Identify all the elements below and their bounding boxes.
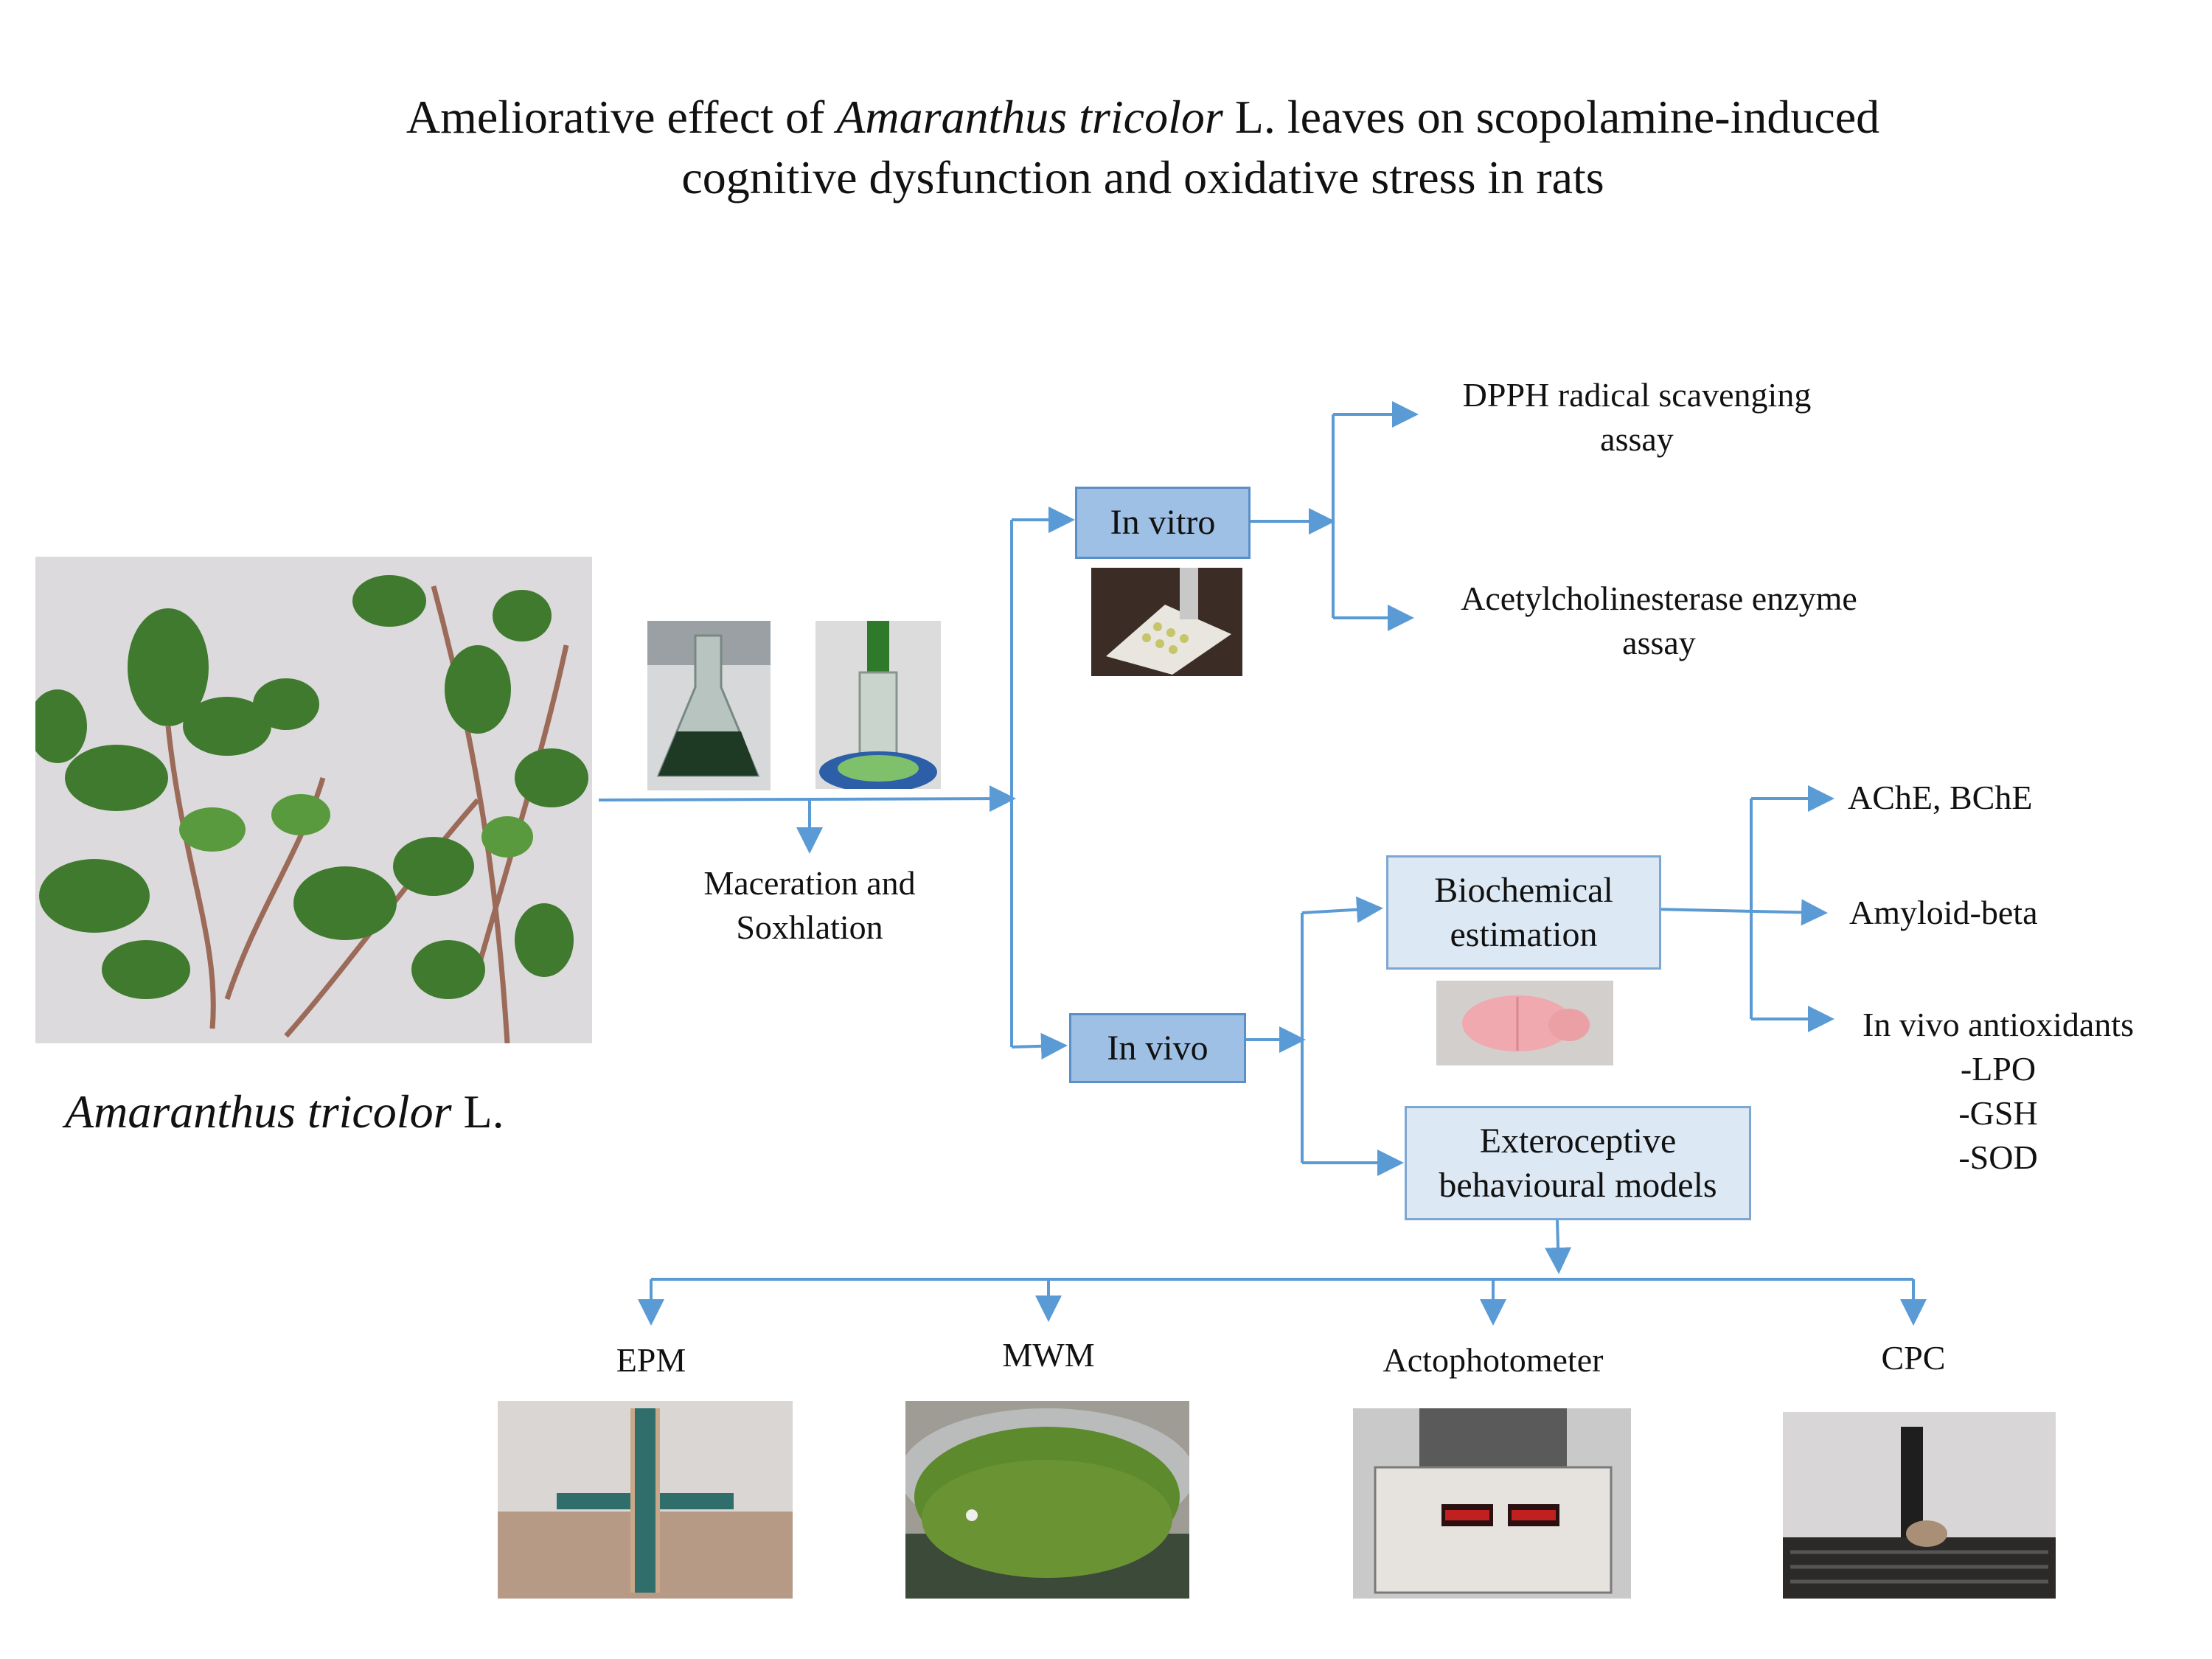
extraction-line-2: Soxhlation (736, 908, 883, 946)
soxhlet-illustration (815, 621, 941, 789)
antiox-gsh: -GSH (1958, 1094, 2038, 1132)
epm-label: EPM (616, 1341, 686, 1379)
diagram-title: Ameliorative effect of Amaranthus tricol… (0, 87, 2212, 208)
arrow-extero-down (1545, 1220, 1572, 1274)
antiox-sod: -SOD (1958, 1138, 2038, 1176)
microplate-photo (1091, 568, 1242, 676)
antiox-heading: In vivo antioxidants (1863, 1006, 2134, 1043)
dpph-line-1: DPPH radical scavenging (1462, 376, 1812, 414)
maceration-flask-photo (647, 621, 771, 790)
ache-bche-label: AChE, BChE (1848, 779, 2033, 816)
in-vitro-label: In vitro (1110, 503, 1216, 542)
actophotometer-illustration (1353, 1408, 1631, 1599)
biochemical-estimation-box: Biochemical estimation (1386, 855, 1661, 970)
in-vivo-antioxidants-label: In vivo antioxidants -LPO -GSH -SOD (1836, 1003, 2160, 1180)
extraction-label: Maceration and Soxhlation (662, 861, 957, 950)
in-vitro-box: In vitro (1075, 487, 1251, 559)
arrow-to-amyloid (1652, 899, 1828, 926)
epm-illustration (498, 1401, 793, 1599)
microplate-illustration (1091, 568, 1242, 676)
extraction-line-1: Maceration and (703, 864, 916, 902)
actophotometer-label: Actophotometer (1382, 1341, 1604, 1379)
biochem-line-1: Biochemical (1434, 870, 1613, 910)
cpc-illustration (1783, 1412, 2056, 1599)
extero-line-2: behavioural models (1439, 1165, 1717, 1205)
title-line-2: cognitive dysfunction and oxidative stre… (681, 151, 1604, 204)
arrow-to-in-vivo (1011, 1032, 1068, 1060)
cpc-photo (1783, 1412, 2056, 1599)
soxhlet-apparatus-photo (815, 621, 941, 789)
title-text-a: Ameliorative effect of (406, 91, 837, 143)
dpph-assay-label: DPPH radical scavenging assay (1416, 373, 1858, 462)
plant-photo (35, 557, 592, 1043)
cpc-label: CPC (1881, 1339, 1946, 1377)
leaf-illustration (35, 557, 592, 1043)
title-species-italic: Amaranthus tricolor (836, 91, 1223, 143)
mwm-photo (905, 1401, 1189, 1599)
in-vivo-box: In vivo (1069, 1013, 1246, 1083)
actophotometer-photo (1353, 1408, 1631, 1599)
plant-name-suffix: L. (451, 1085, 504, 1138)
title-text-b: L. leaves on scopolamine-induced (1222, 91, 1880, 143)
ache-assay-label: Acetylcholinesterase enzyme assay (1416, 577, 1902, 665)
brain-photo (1436, 981, 1613, 1065)
mwm-label: MWM (1002, 1336, 1095, 1374)
amyloid-beta-label: Amyloid-beta (1849, 894, 2038, 931)
brain-illustration (1436, 981, 1613, 1065)
mwm-illustration (905, 1401, 1189, 1599)
exteroceptive-models-box: Exteroceptive behavioural models (1405, 1106, 1751, 1220)
ache-assay-line-1: Acetylcholinesterase enzyme (1461, 580, 1857, 617)
ache-assay-line-2: assay (1622, 624, 1696, 661)
antiox-lpo: -LPO (1960, 1050, 2037, 1088)
epm-photo (498, 1401, 793, 1599)
plant-name-label: Amaranthus tricolor L. (65, 1082, 504, 1141)
dpph-line-2: assay (1600, 420, 1674, 458)
biochem-line-2: estimation (1450, 914, 1598, 954)
plant-name-italic: Amaranthus tricolor (65, 1085, 452, 1138)
extero-line-1: Exteroceptive (1479, 1121, 1677, 1161)
in-vivo-label: In vivo (1107, 1028, 1208, 1068)
title-line-1: Ameliorative effect of Amaranthus tricol… (0, 87, 2212, 147)
arrow-plant-to-branch (598, 785, 1016, 813)
flask-illustration (647, 621, 771, 790)
arrow-to-biochem (1301, 896, 1383, 923)
